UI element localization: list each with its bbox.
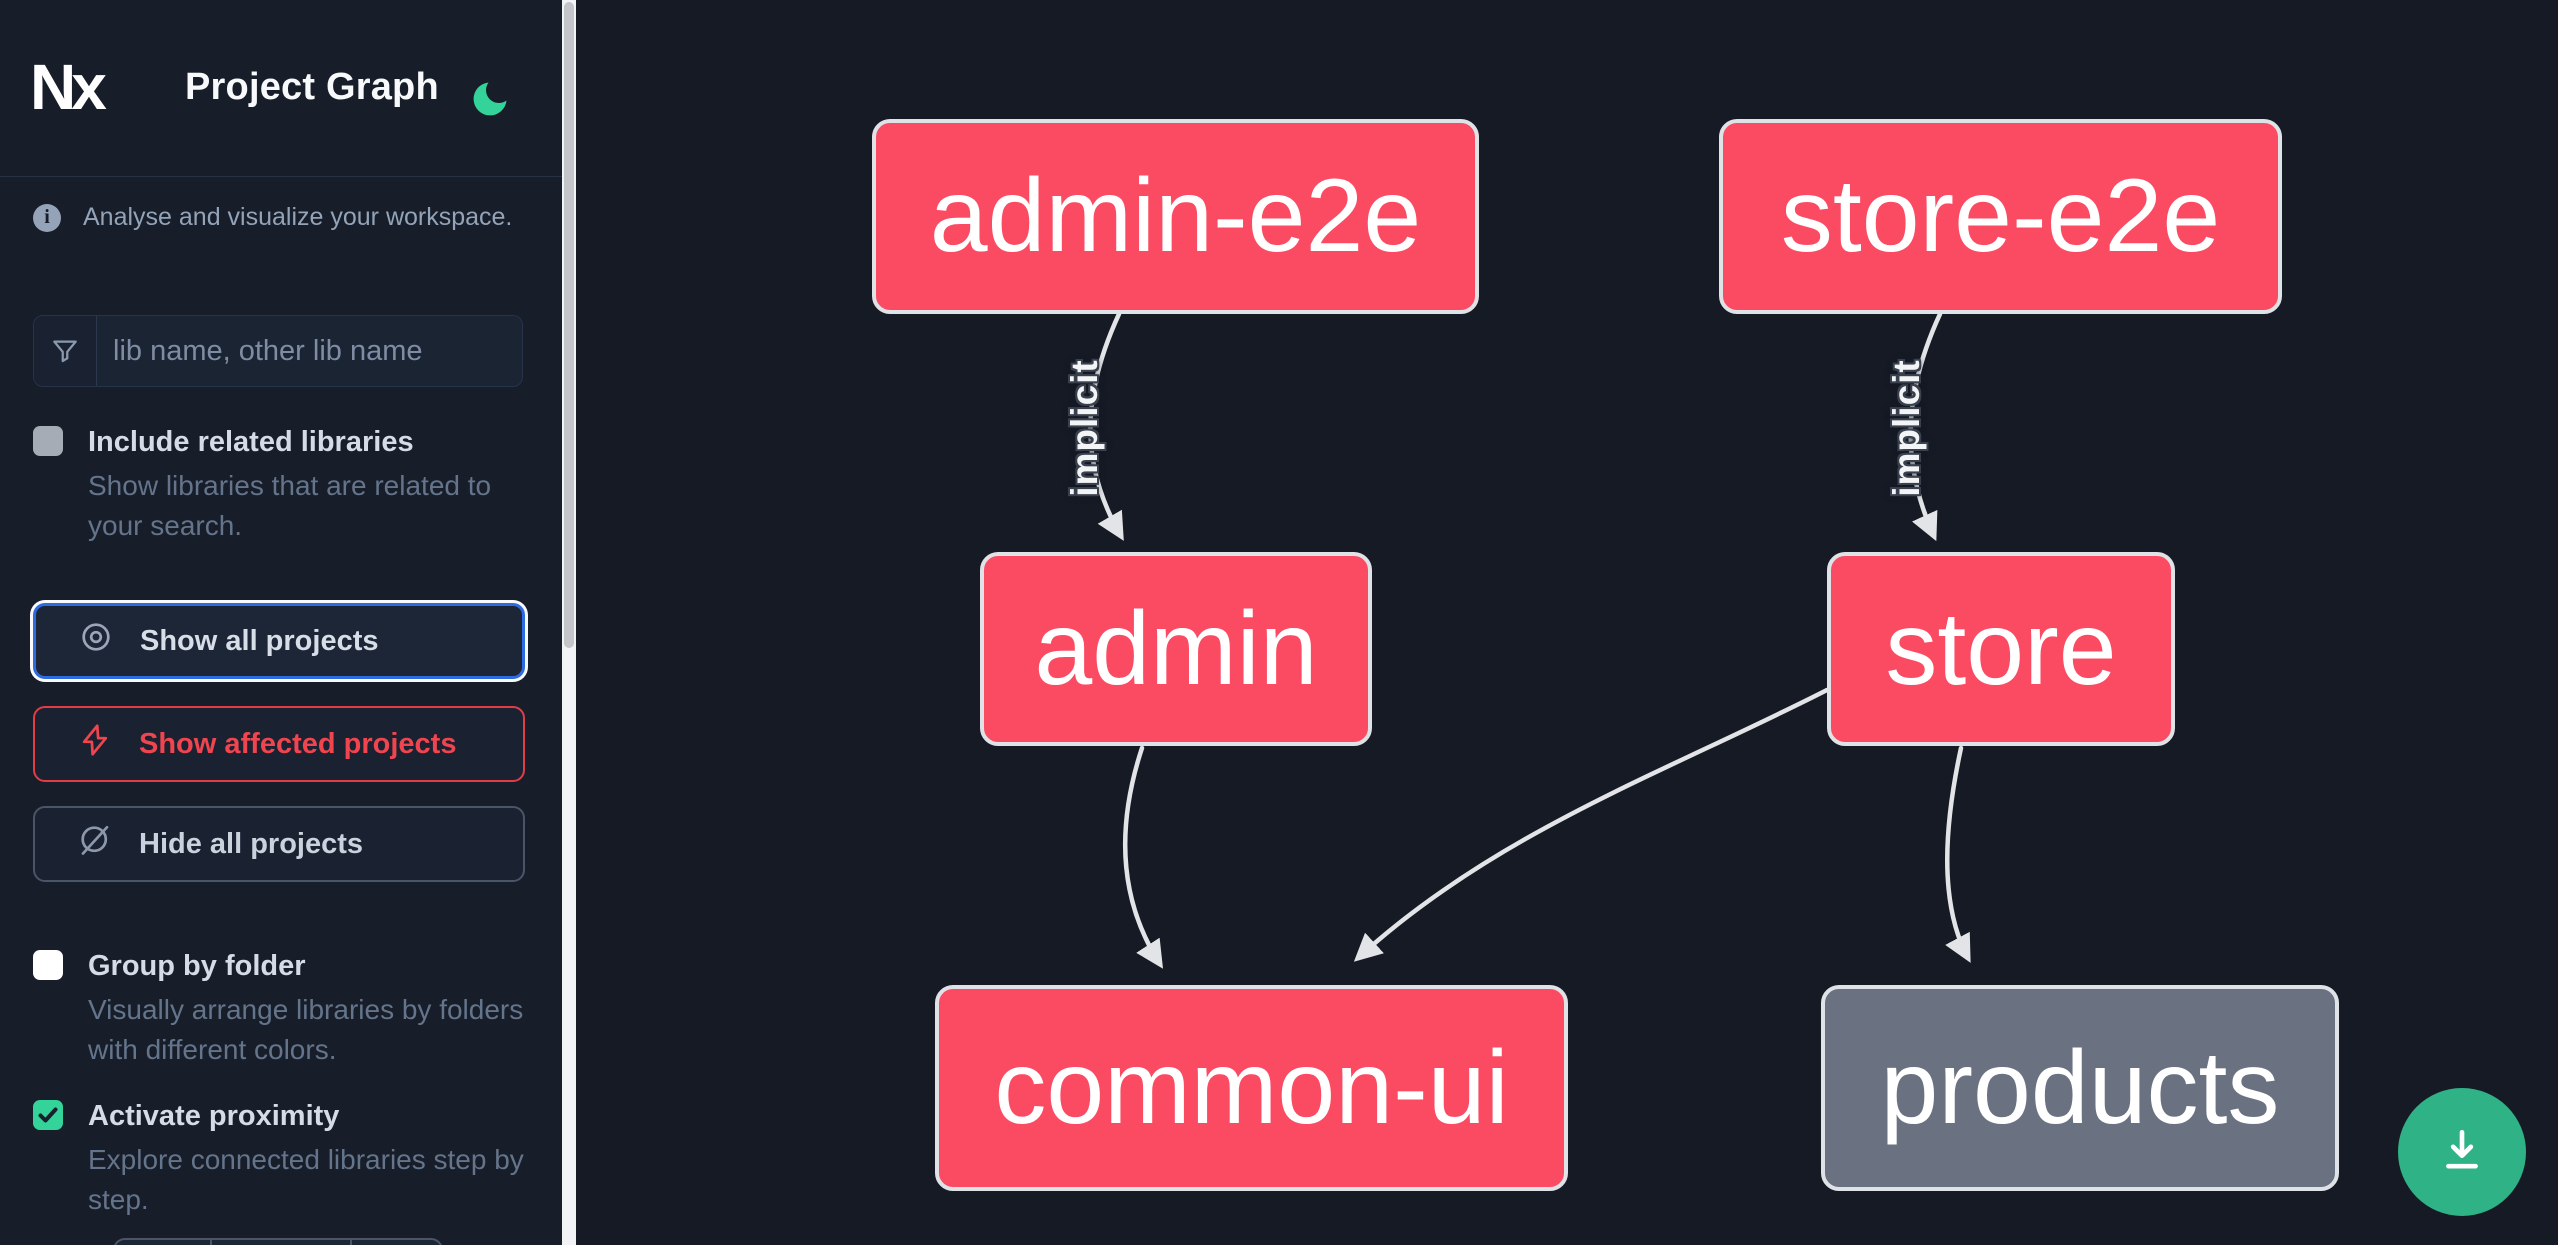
nx-logo: Nx xyxy=(30,51,107,123)
download-icon xyxy=(2434,1123,2490,1182)
bolt-icon xyxy=(77,722,113,766)
eye-icon xyxy=(78,619,114,663)
proximity-increment-button[interactable] xyxy=(350,1240,441,1245)
hide-all-projects-button[interactable]: Hide all projects xyxy=(33,806,525,882)
show-affected-projects-button[interactable]: Show affected projects xyxy=(33,706,525,782)
activate-proximity-row: Activate proximity Explore connected lib… xyxy=(33,1100,543,1220)
activate-proximity-checkbox[interactable] xyxy=(33,1100,63,1130)
show-all-projects-label: Show all projects xyxy=(140,624,379,657)
sidebar-header: Nx Project Graph xyxy=(0,0,562,177)
search-input[interactable] xyxy=(97,316,522,386)
group-by-folder-description: Visually arrange libraries by folders wi… xyxy=(88,994,524,1065)
dark-mode-toggle[interactable] xyxy=(466,76,514,124)
eye-off-icon xyxy=(77,822,113,866)
proximity-decrement-button[interactable] xyxy=(115,1240,210,1245)
search-box xyxy=(33,315,523,387)
activate-proximity-label: Activate proximity xyxy=(88,1100,340,1132)
sidebar: Nx Project Graph i Analyse and visualize… xyxy=(0,0,562,1245)
edge-store-to-common-ui xyxy=(1353,687,1830,962)
graph-edges xyxy=(1088,311,1971,969)
workspace-tagline: Analyse and visualize your workspace. xyxy=(83,203,513,231)
group-by-folder-checkbox[interactable] xyxy=(33,950,63,980)
check-icon xyxy=(38,1107,58,1123)
group-by-folder-row: Group by folder Visually arrange librari… xyxy=(33,950,543,1070)
hide-all-projects-label: Hide all projects xyxy=(139,827,364,860)
sidebar-scrollbar-thumb[interactable] xyxy=(564,2,574,648)
proximity-depth-stepper xyxy=(113,1238,443,1245)
include-related-row: Include related libraries Show libraries… xyxy=(33,426,543,546)
edge-label-implicit-admin: implicit xyxy=(1064,359,1105,497)
node-store[interactable]: store xyxy=(1827,552,2175,746)
node-products[interactable]: products xyxy=(1821,985,2339,1191)
page-title: Project Graph xyxy=(185,66,439,108)
edge-admin-e2e-to-admin xyxy=(1088,311,1124,541)
edge-store-to-products xyxy=(1945,745,1971,963)
node-store-e2e[interactable]: store-e2e xyxy=(1719,119,2282,314)
download-graph-image-button[interactable] xyxy=(2398,1088,2526,1216)
filter-icon xyxy=(34,316,97,386)
show-all-projects-button[interactable]: Show all projects xyxy=(33,603,525,679)
edge-store-e2e-to-store xyxy=(1908,311,1943,542)
project-graph-canvas[interactable]: implicit implicit admin-e2e store-e2e ad… xyxy=(576,0,2558,1245)
node-common-ui[interactable]: common-ui xyxy=(935,985,1568,1191)
include-related-label: Include related libraries xyxy=(88,426,414,458)
workspace-tagline-row: i Analyse and visualize your workspace. xyxy=(33,203,512,232)
edge-admin-to-common-ui xyxy=(1122,745,1164,969)
info-icon: i xyxy=(33,203,61,232)
include-related-description: Show libraries that are related to your … xyxy=(88,470,492,541)
node-admin[interactable]: admin xyxy=(980,552,1372,746)
edge-label-implicit-store: implicit xyxy=(1886,359,1927,497)
activate-proximity-description: Explore connected libraries step by step… xyxy=(88,1144,524,1215)
group-by-folder-label: Group by folder xyxy=(88,950,306,982)
node-admin-e2e[interactable]: admin-e2e xyxy=(872,119,1479,314)
include-related-checkbox[interactable] xyxy=(33,426,63,456)
show-affected-projects-label: Show affected projects xyxy=(139,727,457,760)
proximity-depth-value xyxy=(210,1240,350,1245)
moon-icon xyxy=(468,82,512,124)
sidebar-scrollbar[interactable] xyxy=(562,0,576,1245)
